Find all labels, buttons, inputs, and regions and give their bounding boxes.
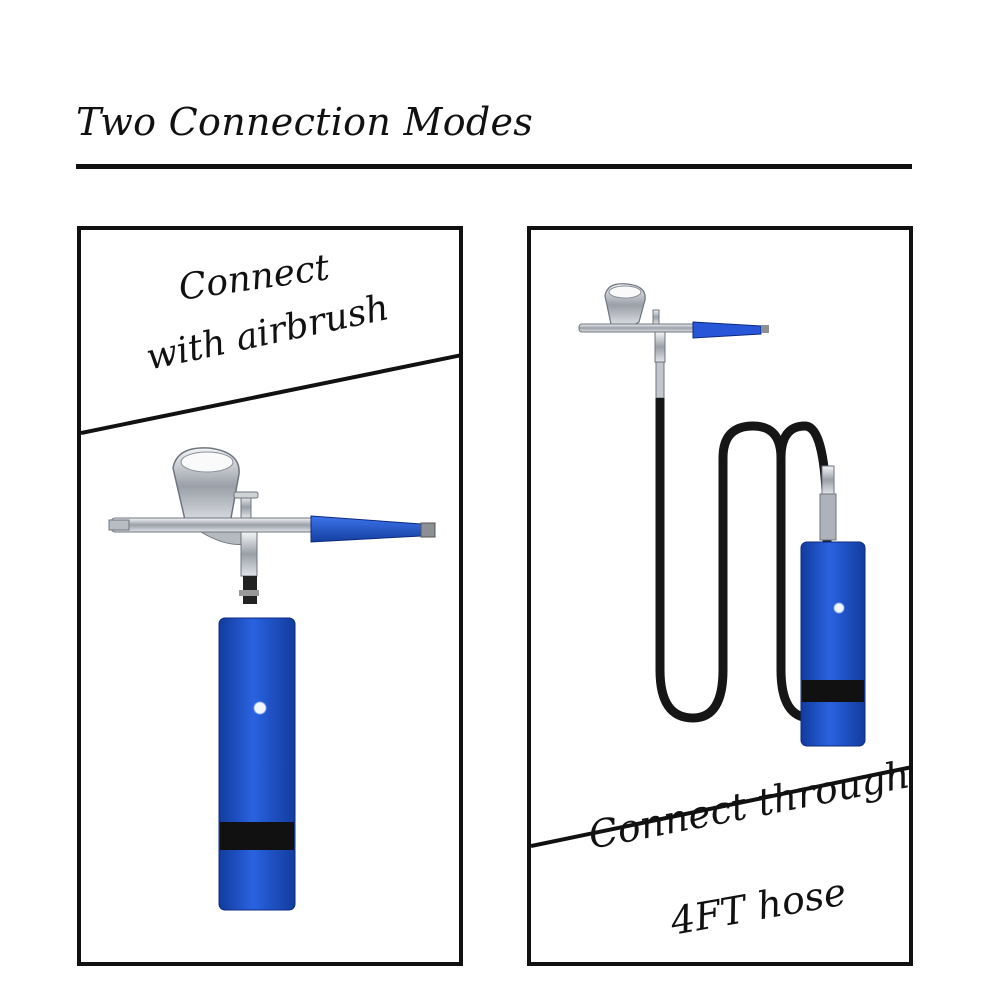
air-hose — [655, 398, 832, 723]
airbrush-body — [578, 323, 700, 333]
compressor-unit — [218, 617, 296, 911]
power-indicator — [253, 701, 267, 715]
page-title: Two Connection Modes — [76, 100, 534, 144]
trigger — [240, 495, 252, 519]
airbrush-direct-illustration — [81, 353, 459, 911]
blue-handle — [310, 515, 422, 543]
panel-connect-hose: Connect through 4FT hose — [527, 226, 913, 966]
power-indicator — [833, 602, 845, 614]
airbrush-hose-illustration — [531, 283, 909, 848]
title-divider — [76, 164, 912, 169]
black-band — [802, 680, 864, 702]
airbrush-body — [110, 517, 317, 533]
black-band — [220, 822, 294, 850]
compressor-unit — [800, 541, 866, 747]
blue-handle — [692, 321, 762, 339]
panel-connect-airbrush: Connect with airbrush — [77, 226, 463, 966]
diagonal-divider — [81, 353, 459, 435]
diagonal-divider — [531, 765, 909, 848]
